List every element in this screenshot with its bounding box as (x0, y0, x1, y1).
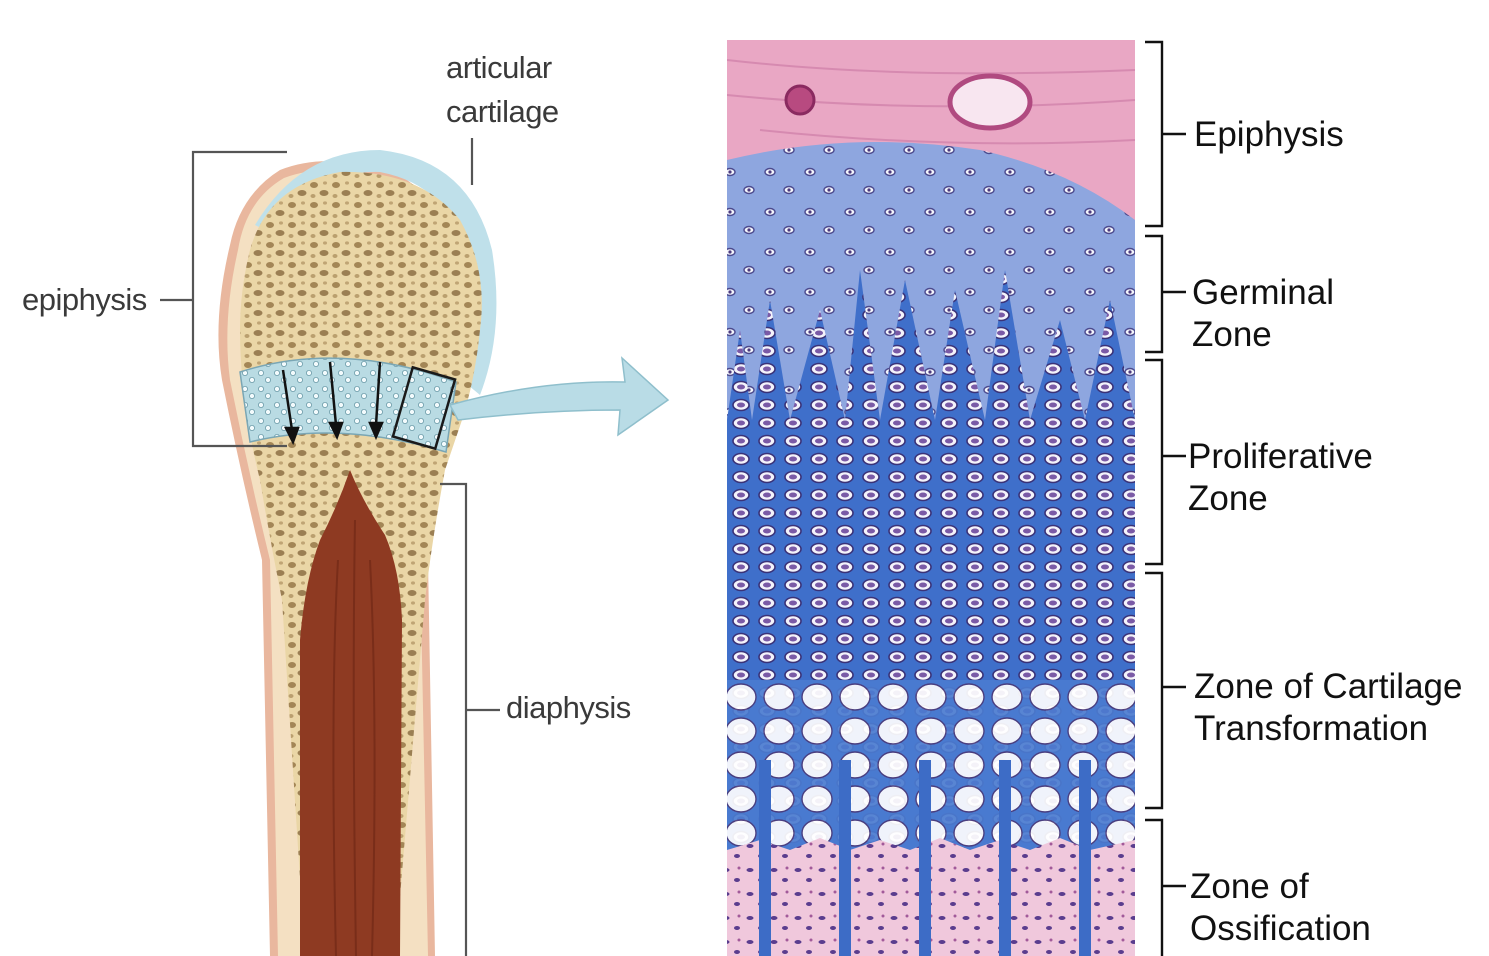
zone-label-ossification-line1: Zone of (1190, 866, 1371, 908)
zone-label-epiphysis-line1: Epiphysis (1194, 114, 1344, 156)
diaphysis-bracket (440, 484, 466, 956)
bracket-epiphysis (1145, 42, 1162, 226)
label-epiphysis: epiphysis (22, 282, 147, 318)
zone-label-germinal-line1: Germinal (1192, 272, 1334, 314)
zone-label-transformation-line2: Transformation (1194, 708, 1462, 750)
bracket-germinal (1145, 236, 1162, 352)
zone-label-proliferative-line2: Zone (1188, 478, 1373, 520)
zone-label-germinal-line2: Zone (1192, 314, 1334, 356)
zone-label-ossification-line2: Ossification (1190, 908, 1371, 950)
zone-label-germinal: Germinal Zone (1192, 272, 1334, 356)
label-articular-line2: cartilage (446, 94, 559, 130)
bracket-proliferative (1145, 360, 1162, 564)
zone-label-proliferative-line1: Proliferative (1188, 436, 1373, 478)
zone-label-transformation: Zone of Cartilage Transformation (1194, 666, 1462, 750)
histology-panel (727, 40, 1135, 956)
zone-label-proliferative: Proliferative Zone (1188, 436, 1373, 520)
bracket-transformation (1145, 573, 1162, 808)
zone-brackets (1145, 42, 1186, 956)
long-bone-illustration (218, 150, 668, 956)
zone-label-transformation-line1: Zone of Cartilage (1194, 666, 1462, 708)
zone-label-ossification: Zone of Ossification (1190, 866, 1371, 950)
label-diaphysis: diaphysis (506, 690, 631, 726)
bracket-ossification (1145, 820, 1162, 956)
label-articular-line1: articular (446, 50, 552, 86)
zone-label-epiphysis: Epiphysis (1194, 114, 1344, 156)
